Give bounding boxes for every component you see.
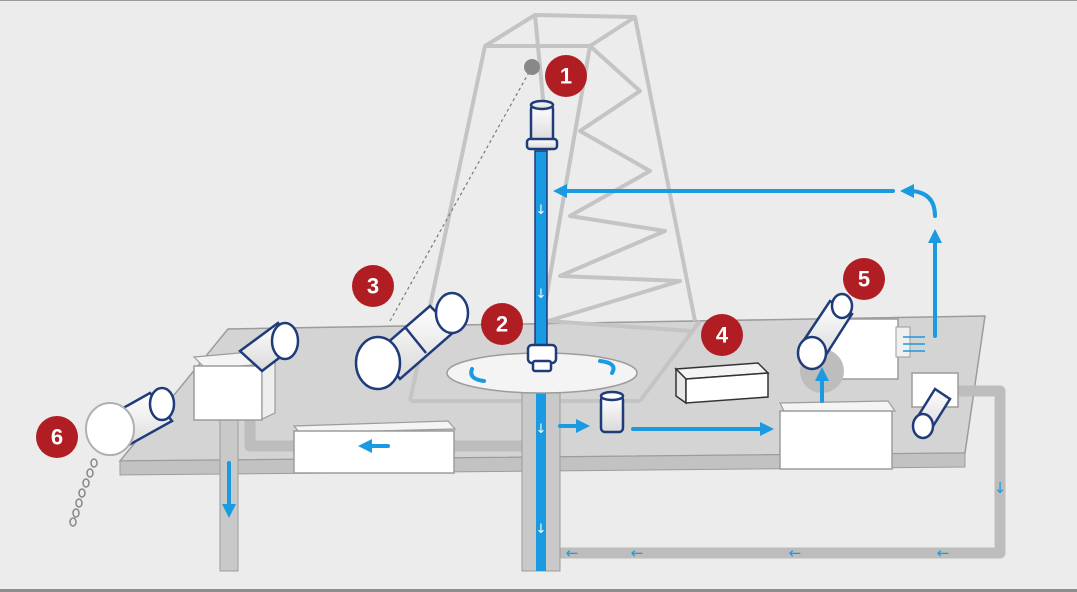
rear-winch-icon [238, 321, 300, 373]
badge-1: 1 [545, 55, 587, 97]
return-left-glyph: ← [789, 544, 802, 562]
badge-2: 2 [481, 303, 523, 345]
support-legs [219, 392, 561, 572]
pipe-down-glyph: ↓ [536, 287, 547, 302]
badge-4-label: 4 [716, 323, 729, 348]
return-pump-icon [911, 372, 959, 440]
badge-3-label: 3 [367, 274, 379, 299]
pipe-down-glyph: ↓ [536, 422, 547, 437]
anchor-winch-icon [69, 386, 176, 527]
badge-6: 6 [36, 416, 78, 458]
return-left-glyph: ← [631, 544, 644, 562]
return-left-glyph: ← [566, 544, 579, 562]
return-down-glyph: ↓ [994, 479, 1007, 497]
badge-5-label: 5 [858, 267, 870, 292]
badge-4: 4 [701, 314, 743, 356]
pipe-down-glyph: ↓ [536, 203, 547, 218]
badge-5: 5 [843, 258, 885, 300]
pipe-down-glyph: ↓ [536, 522, 547, 537]
badge-6-label: 6 [51, 425, 63, 450]
settling-tank [292, 420, 457, 474]
mud-flow-lines [222, 184, 942, 518]
desander-icon [599, 390, 625, 434]
drawworks-drum-icon [354, 291, 470, 391]
rotary-table-icon [446, 343, 638, 394]
swivel-icon [525, 99, 559, 151]
power-generator-icon [674, 362, 770, 405]
badge-2-label: 2 [496, 312, 508, 337]
badge-1-label: 1 [560, 64, 572, 89]
return-left-glyph: ← [937, 544, 950, 562]
flow-glyphs: ↓ ↓ ↓ ↓ ↓ ← ← ← ← [536, 203, 1007, 562]
mud-tank-box [779, 400, 897, 470]
badge-3: 3 [352, 265, 394, 307]
drill-pipe [534, 150, 548, 352]
crown-block [389, 59, 540, 322]
